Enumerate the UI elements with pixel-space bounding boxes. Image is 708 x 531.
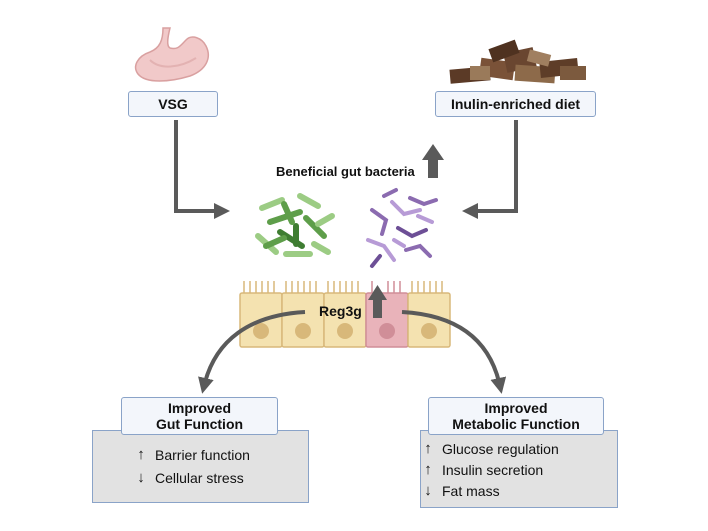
down-arrow-icon: ↓ — [424, 482, 432, 499]
metabolic-item: ↑ Glucose regulation — [420, 440, 559, 457]
vsg-label: VSG — [128, 91, 218, 117]
stomach-icon — [134, 27, 210, 82]
diet-label: Inulin-enriched diet — [435, 91, 596, 117]
metabolic-function-panel — [420, 430, 618, 508]
gut-title-line1: Improved — [167, 400, 231, 416]
inulin-pieces-icon — [449, 39, 586, 84]
up-arrow-icon: ↑ — [424, 440, 432, 457]
gut-function-title: Improved Gut Function — [121, 397, 278, 435]
to-metabolic-function-arrow — [401, 310, 507, 394]
vsg-label-text: VSG — [158, 96, 188, 112]
bacteria-label: Beneficial gut bacteria — [276, 164, 415, 179]
gut-item-label: Cellular stress — [155, 469, 244, 486]
metabolic-item: ↑ Insulin secretion — [420, 461, 543, 478]
down-arrow-icon: ↓ — [137, 469, 145, 486]
branched-bacteria-icon — [366, 188, 438, 268]
up-arrow-icon — [422, 144, 444, 178]
reg3g-label: Reg3g — [319, 303, 362, 319]
metabolic-function-title: Improved Metabolic Function — [428, 397, 604, 435]
diet-to-bacteria-arrow — [462, 120, 518, 219]
gut-item: ↑ Barrier function — [133, 446, 250, 463]
metabolic-item-label: Glucose regulation — [442, 440, 559, 457]
gut-item-label: Barrier function — [155, 446, 250, 463]
metabolic-title-line2: Metabolic Function — [452, 416, 580, 432]
metabolic-item: ↓ Fat mass — [420, 482, 500, 499]
vsg-to-bacteria-arrow — [174, 120, 230, 219]
metabolic-item-label: Fat mass — [442, 482, 500, 499]
metabolic-item-label: Insulin secretion — [442, 461, 544, 478]
gut-function-panel — [92, 430, 309, 503]
to-gut-function-arrow — [198, 310, 306, 394]
metabolic-title-line1: Improved — [484, 400, 548, 416]
up-arrow-icon — [368, 285, 387, 318]
up-arrow-icon: ↑ — [424, 461, 432, 478]
gut-title-line2: Gut Function — [155, 416, 244, 432]
rod-bacteria-icon — [255, 193, 335, 257]
diet-label-text: Inulin-enriched diet — [450, 96, 581, 112]
up-arrow-icon: ↑ — [137, 446, 145, 463]
gut-item: ↓ Cellular stress — [133, 469, 244, 486]
